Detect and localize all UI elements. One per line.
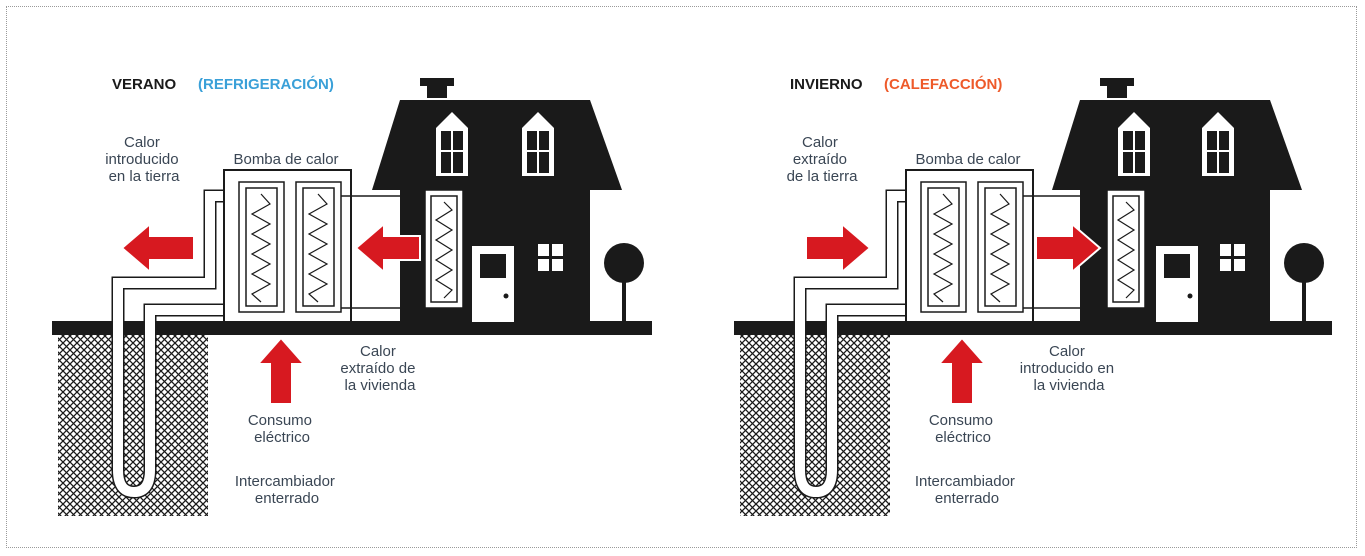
exchanger-label: Intercambiador enterrado: [915, 473, 1019, 507]
indoor-pipes: [341, 195, 425, 309]
pump-coil-1: [238, 181, 285, 313]
pump-coil-1: [920, 181, 967, 313]
winter-panel: INVIERNO (CALEFACCIÓN): [734, 75, 1332, 516]
exchanger-label: Intercambiador enterrado: [235, 473, 339, 507]
summer-mode-title: (REFRIGERACIÓN): [198, 75, 334, 93]
pump-coil-2: [977, 181, 1024, 313]
window-right: [1202, 112, 1234, 176]
indoor-pipes: [1023, 195, 1107, 309]
ground-heat-label: Calor extraído de la tierra: [787, 134, 859, 185]
home-heat-label: Calor introducido en la vivienda: [1020, 343, 1118, 394]
house: [1052, 78, 1302, 326]
pump-coil-2: [295, 181, 342, 313]
pump-label: Bomba de calor: [915, 151, 1020, 168]
window-left: [1118, 112, 1150, 176]
arrow-from-ground: [805, 221, 872, 275]
house: [372, 78, 622, 326]
arrow-to-ground: [120, 221, 195, 275]
ground-heat-label: Calor introducido en la tierra: [105, 134, 183, 185]
window-small: [1220, 244, 1245, 271]
arrow-power: [936, 336, 988, 405]
pump-label: Bomba de calor: [233, 151, 338, 168]
home-heat-label: Calor extraído de la vivienda: [340, 343, 419, 394]
window-left: [436, 112, 468, 176]
window-small: [538, 244, 563, 271]
arrow-power: [255, 336, 307, 405]
roof: [1052, 100, 1302, 190]
arrow-to-home: [1035, 221, 1102, 275]
arrow-from-home: [354, 221, 421, 275]
power-label: Consumo eléctrico: [929, 412, 997, 446]
tree: [1284, 243, 1324, 322]
indoor-coil: [424, 189, 464, 309]
diagram-frame: [6, 6, 1357, 548]
summer-season-title: VERANO: [112, 76, 177, 93]
u-pipe-inner: [795, 191, 1012, 498]
power-label: Consumo eléctrico: [248, 412, 316, 446]
winter-mode-title: (CALEFACCIÓN): [884, 75, 1002, 93]
summer-panel: VERANO (REFRIGERACIÓN): [52, 75, 652, 516]
u-pipe-inner: [113, 191, 330, 498]
tree: [604, 243, 644, 322]
indoor-coil: [1106, 189, 1146, 309]
winter-season-title: INVIERNO: [790, 76, 863, 93]
window-right: [522, 112, 554, 176]
roof: [372, 100, 622, 190]
